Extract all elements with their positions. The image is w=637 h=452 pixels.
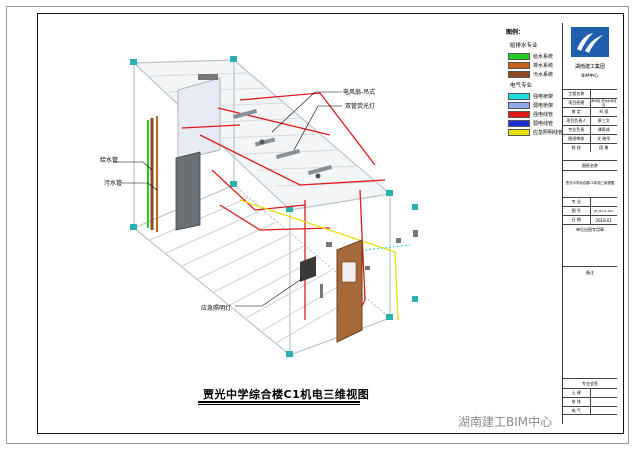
ceiling-fans bbox=[259, 139, 321, 179]
company-logo bbox=[571, 27, 609, 57]
tb-row: 项目经理李华栋 贾光中学项目 bbox=[563, 98, 617, 107]
remarks-label: 备注 bbox=[563, 266, 617, 278]
legend-item-drainage: 排水系统 bbox=[508, 62, 553, 69]
tb-row: 校 核段 勇 bbox=[563, 143, 617, 152]
tb-row: 项目负责人蔡三文 bbox=[563, 116, 617, 125]
legend-swatch bbox=[508, 62, 530, 69]
power-conduits bbox=[181, 92, 386, 331]
title-underline bbox=[198, 401, 360, 403]
legend-item-weak-conduit: 弱电线管 bbox=[508, 120, 553, 127]
legend-item-water-supply: 给水系统 bbox=[508, 53, 553, 60]
title-underline-thin bbox=[198, 404, 360, 405]
sign-row: 土 建 bbox=[563, 388, 617, 397]
drawing-title: 贾光中学综合楼C1机电三维视图 bbox=[203, 388, 370, 401]
legend-plumbing-section: 给排水专业 bbox=[510, 43, 538, 49]
fan-callout: 电风扇-吊式 bbox=[343, 89, 376, 96]
window-frame bbox=[198, 74, 218, 80]
tb-row: 审 定刘 斌 bbox=[563, 107, 617, 116]
company-name: 湖南建工集团 bbox=[574, 63, 605, 70]
legend-swatch bbox=[508, 102, 530, 109]
legend-item-weak-tray: 弱电桥架 bbox=[508, 102, 553, 109]
tb-row: 工程名称 bbox=[563, 89, 617, 98]
emergency-light-callout: 应急照明灯 bbox=[201, 305, 232, 312]
legend-item-strong-tray: 强电桥架 bbox=[508, 93, 553, 100]
legend-electric-section: 电气专业 bbox=[510, 83, 533, 89]
drawing-name-label: 图纸名称 bbox=[563, 160, 617, 170]
light-callout: 双管荧光灯 bbox=[345, 103, 376, 110]
drawing-name: 贾光中学综合楼C1机电三维视图 bbox=[563, 170, 617, 194]
legend-swatch bbox=[508, 111, 530, 118]
legend-swatch bbox=[508, 71, 530, 78]
front-door bbox=[336, 239, 363, 343]
fluorescent-lights bbox=[232, 108, 333, 176]
legend-item-emergency-conduit: 应急照明线管 bbox=[508, 129, 563, 136]
water-supply-callout: 给水管 bbox=[100, 157, 119, 164]
tb-row: 图纸审核文·晓华 bbox=[563, 134, 617, 143]
left-pipes bbox=[147, 116, 158, 232]
emergency-light-box bbox=[300, 256, 316, 282]
legend-item-strong-conduit: 强电线管 bbox=[508, 111, 553, 118]
back-door bbox=[175, 151, 201, 231]
legend-swatch bbox=[508, 120, 530, 127]
watermark: 湖南建工BIM中心 bbox=[458, 415, 553, 429]
tb-row: 专业负责谭再成 bbox=[563, 125, 617, 134]
window bbox=[177, 77, 221, 161]
legend-item-sewage: 污水系统 bbox=[508, 71, 553, 78]
drawing-sheet bbox=[6, 6, 629, 444]
tb-info-row: 专 业 bbox=[563, 197, 617, 206]
legend-title: 图例： bbox=[506, 29, 525, 36]
leader-lines bbox=[113, 91, 342, 307]
sign-row: 给 排 bbox=[563, 397, 617, 406]
drawing-frame bbox=[37, 13, 624, 434]
floor-joists bbox=[149, 197, 361, 344]
bim-center: BIM中心 bbox=[581, 73, 599, 79]
emergency-conduits bbox=[239, 199, 399, 321]
wall-devices bbox=[320, 230, 418, 298]
corner-blocks bbox=[130, 56, 418, 357]
legend-swatch bbox=[508, 53, 530, 60]
sign-row: 电 气 bbox=[563, 406, 617, 415]
title-block: 湖南建工集团 BIM中心 工程名称 项目经理李华栋 贾光中学项目 审 定刘 斌 … bbox=[562, 23, 617, 424]
legend-swatch bbox=[508, 129, 530, 136]
sewage-callout: 污水管 bbox=[104, 180, 123, 187]
sign-label: 专业会签 bbox=[563, 378, 617, 388]
stamp-label: 单位出图专用章 bbox=[563, 224, 617, 234]
legend-swatch bbox=[508, 93, 530, 100]
